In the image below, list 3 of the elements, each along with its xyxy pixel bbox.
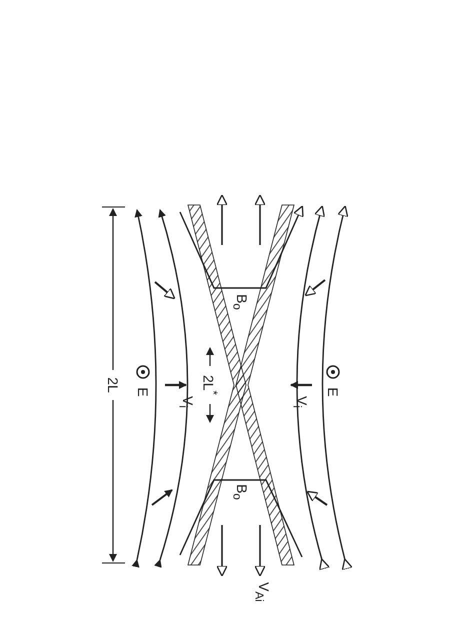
dimension-label: 2L <box>106 377 120 393</box>
field-label: E <box>326 387 340 397</box>
field-label: E <box>136 387 150 397</box>
